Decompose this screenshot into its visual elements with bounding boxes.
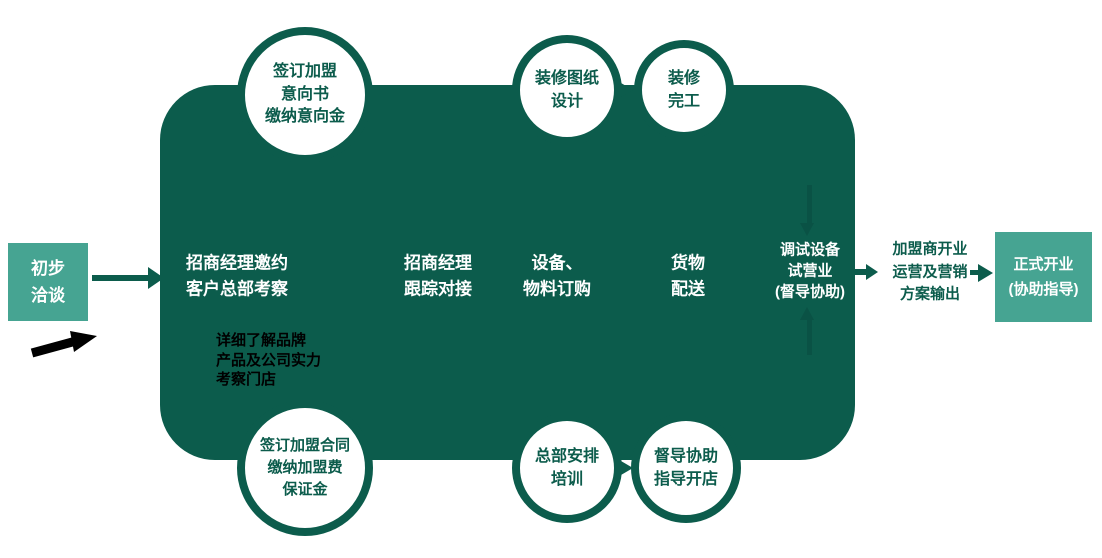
arrow-right-icon: [92, 267, 164, 289]
process-label-line: 跟踪对接: [404, 279, 472, 298]
annotation-text: 详细了解品牌 产品及公司实力 考察门店: [216, 331, 321, 390]
circle-line: 签订加盟: [272, 63, 337, 81]
annotation-line: 考察门店: [216, 371, 277, 388]
final-step-line: 正式开业: [1013, 255, 1074, 273]
process-label-line: 调试设备: [779, 241, 840, 259]
process-label-manager-follow-up: 招商经理 跟踪对接: [404, 251, 472, 302]
outcome-line: 加盟商开业: [892, 240, 968, 258]
final-step-line: (协助指导): [1008, 281, 1079, 298]
final-step-box: 正式开业 (协助指导): [995, 232, 1092, 322]
circle-line: 总部安排: [534, 447, 599, 465]
circle-line: 缴纳加盟费: [267, 459, 343, 477]
milestone-circle-hq-training: 总部安排 培训: [512, 413, 622, 523]
initial-step-line: 初步: [31, 258, 65, 278]
milestone-circle-design-drawings: 装修图纸 设计: [512, 35, 622, 145]
milestone-circle-intent-letter: 签订加盟 意向书 缴纳意向金: [237, 27, 373, 163]
process-label-trial-operation: 调试设备 试营业 (督导协助): [775, 240, 845, 303]
process-label-goods-delivery: 货物 配送: [671, 251, 705, 302]
milestone-circle-supervisor-opening: 督导协助 指导开店: [631, 413, 741, 523]
process-label-line: 试营业: [787, 262, 833, 280]
arrow-right-icon: [970, 264, 993, 282]
circle-line: 指导开店: [653, 471, 718, 488]
circle-line: 缴纳意向金: [264, 108, 345, 126]
outcome-label: 加盟商开业 运营及营销 方案输出: [892, 238, 967, 306]
circle-line: 设计: [550, 93, 583, 110]
process-label-line: 招商经理邀约: [186, 253, 288, 273]
annotation-line: 详细了解品牌: [216, 332, 307, 349]
circle-line: 培训: [550, 471, 583, 488]
circle-line: 装修图纸: [534, 69, 599, 87]
milestone-circle-franchise-contract: 签订加盟合同 缴纳加盟费 保证金: [237, 400, 373, 536]
annotation-line: 产品及公司实力: [216, 351, 322, 369]
initial-step-line: 洽谈: [31, 286, 65, 305]
process-label-line: 物料订购: [523, 279, 591, 298]
circle-line: 意向书: [280, 85, 329, 103]
circle-line: 保证金: [282, 480, 328, 498]
circle-line: 签订加盟合同: [259, 437, 350, 455]
outcome-line: 运营及营销: [892, 262, 968, 280]
circle-line: 完工: [667, 93, 700, 110]
arrow-right-icon: [853, 264, 878, 280]
outcome-line: 方案输出: [899, 285, 961, 303]
process-label-line: 货物: [671, 253, 705, 273]
initial-step-box: 初步 洽谈: [8, 243, 88, 321]
process-label-line: 设备、: [531, 253, 583, 273]
circle-line: 督导协助: [653, 447, 718, 465]
process-label-line: (督导协助): [775, 283, 845, 301]
process-label-line: 配送: [671, 279, 705, 298]
process-label-line: 客户总部考察: [186, 279, 288, 298]
process-label-equipment-ordering: 设备、 物料订购: [523, 251, 591, 302]
circle-line: 装修: [667, 69, 700, 87]
process-label-line: 招商经理: [404, 253, 472, 273]
process-label-invite-inspection: 招商经理邀约 客户总部考察: [186, 251, 288, 302]
black-annotation-arrow-icon: [30, 331, 97, 358]
milestone-circle-renovation-complete: 装修 完工: [634, 40, 734, 140]
